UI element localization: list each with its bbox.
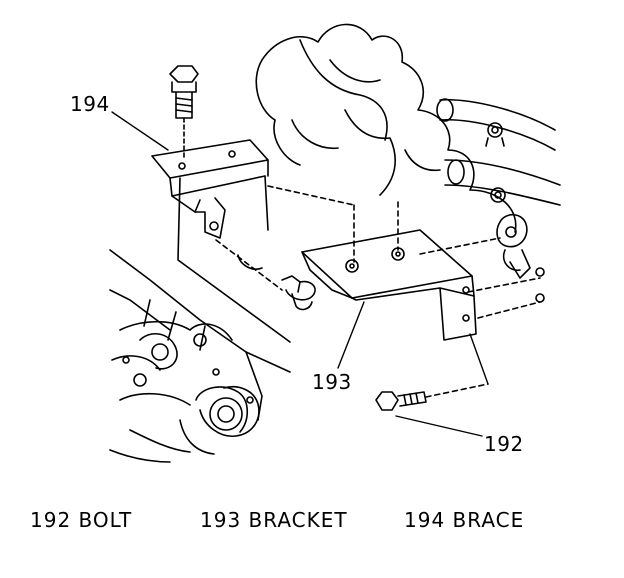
brace-bolt	[169, 65, 199, 161]
legend-item-bracket: 193 BRACKET	[200, 508, 348, 532]
callout-194: 194	[70, 92, 110, 116]
alignment-lines	[215, 185, 541, 319]
brace-part	[151, 139, 291, 343]
callout-192: 192	[484, 432, 524, 456]
bolt-192-part	[375, 383, 489, 411]
bracket-bolt	[281, 275, 316, 311]
legend-item-brace: 194 BRACE	[404, 508, 525, 532]
callout-193: 193	[312, 370, 352, 394]
bracket-part	[301, 229, 545, 341]
parts-legend: 192 BOLT 193 BRACKET 194 BRACE	[0, 508, 624, 538]
legend-item-bolt: 192 BOLT	[30, 508, 133, 532]
engine-silhouette	[255, 23, 561, 279]
transmission-casting	[109, 249, 291, 463]
leader-lines	[111, 111, 489, 437]
